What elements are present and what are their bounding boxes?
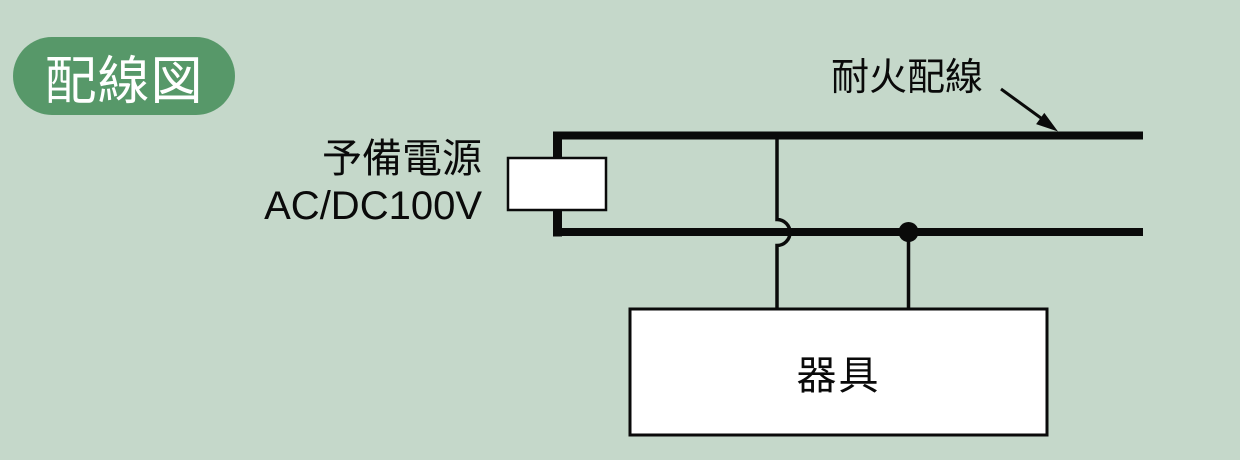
equipment-label-text: 器具 [796,354,881,398]
power-source-label: 予備電源 AC/DC100V [264,136,482,230]
power-source-label-line2: AC/DC100V [264,184,482,228]
power-source-box [506,156,608,212]
equipment-label: 器具 [630,309,1047,435]
equipment-box [628,307,1049,437]
drop-wire-with-hop [775,139,792,309]
callout-arrow [1000,87,1058,132]
fireproof-wiring-label: 耐火配線 [831,57,984,99]
callout-arrow-line [1000,87,1044,121]
power-source-label-line1: 予備電源 [322,137,482,181]
callout-arrow-head-icon [1036,112,1058,132]
title-badge: 配線図 [13,37,235,115]
title-badge-label: 配線図 [44,52,204,111]
